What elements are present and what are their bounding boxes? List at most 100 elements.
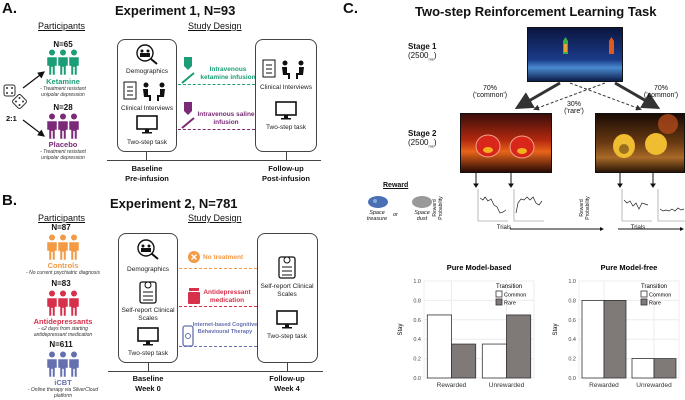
people-icon [47, 351, 79, 377]
person-body [57, 56, 69, 75]
stage-duration: (2500 [408, 138, 429, 147]
person-body [68, 358, 79, 377]
panel-b-title: Experiment 2, N=781 [110, 196, 238, 211]
people-icon [47, 290, 79, 316]
person-body [68, 297, 79, 316]
legend-label: Rare [504, 301, 516, 307]
person-head [60, 113, 66, 120]
person-body [57, 120, 69, 139]
y-axis-label: Stay [553, 323, 559, 335]
space-dust-label: Space dust [414, 210, 430, 222]
panel-c-label: C. [343, 0, 358, 17]
timepoint-line1: Baseline [132, 374, 164, 383]
person-head [71, 234, 77, 241]
timepoint-line1: Follow-up [268, 164, 304, 173]
clinical-interview-icon [262, 59, 304, 79]
infusion-icon [181, 102, 195, 129]
panel-b-label: B. [2, 192, 17, 209]
y-tick-label: 0.2 [568, 357, 576, 363]
person-body [68, 241, 79, 260]
clinical-interview-icon [123, 81, 165, 101]
x-tick-label: Unrewarded [489, 382, 525, 389]
placebo-n: N=28 [53, 103, 73, 112]
participants-heading: Participants [38, 213, 86, 223]
icbt-group-desc: - Online therapy via SilverCloud platfor… [27, 387, 99, 400]
word: ('common') [472, 92, 508, 99]
trials-label: Trials [496, 225, 512, 231]
baseline-item-demographics: Demographics [126, 68, 168, 75]
antidepressants-group-desc: - ≤2 days from starting antidepressant m… [33, 326, 93, 339]
stage2-yellow-screen [595, 113, 685, 173]
y-tick-label: 0.8 [568, 298, 576, 304]
person-body [57, 297, 69, 316]
baseline-item-two-step-task: Two-step task [126, 139, 168, 146]
icbt-n: N=611 [49, 340, 73, 349]
person-head [60, 351, 66, 358]
pct: 30% [566, 101, 581, 108]
saline-dashed-line [178, 129, 255, 130]
person-head [71, 290, 77, 297]
legend-swatch [640, 290, 648, 298]
red-aliens-icon [475, 134, 535, 159]
person-head [49, 49, 55, 56]
timepoint-line2: Pre-infusion [125, 174, 169, 184]
bar-rare-rewarded [451, 343, 477, 379]
saline-infusion-label: Intravenous saline infusion [197, 111, 255, 126]
stage1-screen [527, 27, 623, 82]
followup-box [255, 39, 317, 152]
timepoint-line2: Week 4 [274, 384, 300, 394]
bar-rare-rewarded [603, 300, 627, 379]
legend-title: Transition [641, 284, 667, 290]
people-icon [47, 49, 79, 75]
x-tick-label: Rewarded [437, 382, 467, 389]
legend-label: Rare [649, 301, 661, 307]
reward-probability-plots [473, 173, 685, 231]
timeline-tick [286, 152, 287, 160]
people-icon [47, 113, 79, 139]
person-body [47, 56, 58, 75]
timeline-tick [148, 363, 149, 371]
infusion-icon [181, 57, 195, 84]
followup-item-two-step-task: Two-step task [266, 333, 308, 340]
no-treatment-label: No treatment [203, 254, 244, 261]
dice-icon [3, 84, 27, 109]
study-design-heading: Study Design [188, 21, 242, 31]
person-head [71, 113, 77, 120]
followup-box [257, 233, 318, 363]
stage2-label: Stage 2(2500ms) [408, 129, 436, 149]
study-design-heading: Study Design [188, 213, 242, 223]
word: ('common') [643, 92, 679, 99]
people-search-icon [136, 44, 158, 65]
timepoint-line2: Post-infusion [262, 174, 310, 184]
stage1-label: Stage 1(2500ms) [408, 42, 436, 62]
ketamine-n: N=65 [53, 40, 73, 49]
followup-item-two-step-task: Two-step task [265, 124, 307, 131]
stage-unit: ms [428, 143, 434, 149]
common-right-label: 70%('common') [640, 85, 682, 99]
placebo-group-desc: - Treatment resistant unipolar depressio… [40, 149, 86, 162]
stage-name: Stage 2 [408, 129, 437, 138]
timeline-tick [287, 363, 288, 371]
trials-label: Trials [630, 225, 646, 231]
transition-arrows [515, 82, 661, 111]
timeline-b [108, 371, 323, 372]
ketamine-group-desc: - Treatment resistant unipolar depressio… [40, 86, 86, 99]
monitor-icon [276, 310, 298, 329]
y-tick-label: 0.0 [413, 376, 421, 382]
person-head [49, 351, 55, 358]
y-tick-label: 0.4 [413, 337, 421, 343]
no-treatment-icon [188, 251, 200, 263]
clipboard-icon [139, 281, 157, 304]
stage-duration: (2500 [408, 51, 429, 60]
person-body [47, 358, 58, 377]
y-axis-label: Stay [398, 323, 404, 335]
timeline-tick [146, 152, 147, 160]
monitor-icon [136, 115, 158, 134]
panel-a-label: A. [2, 0, 17, 17]
or-label: or [393, 212, 398, 218]
people-icon [47, 234, 79, 260]
person-body [47, 297, 58, 316]
reward-rocks-icon [368, 196, 432, 208]
